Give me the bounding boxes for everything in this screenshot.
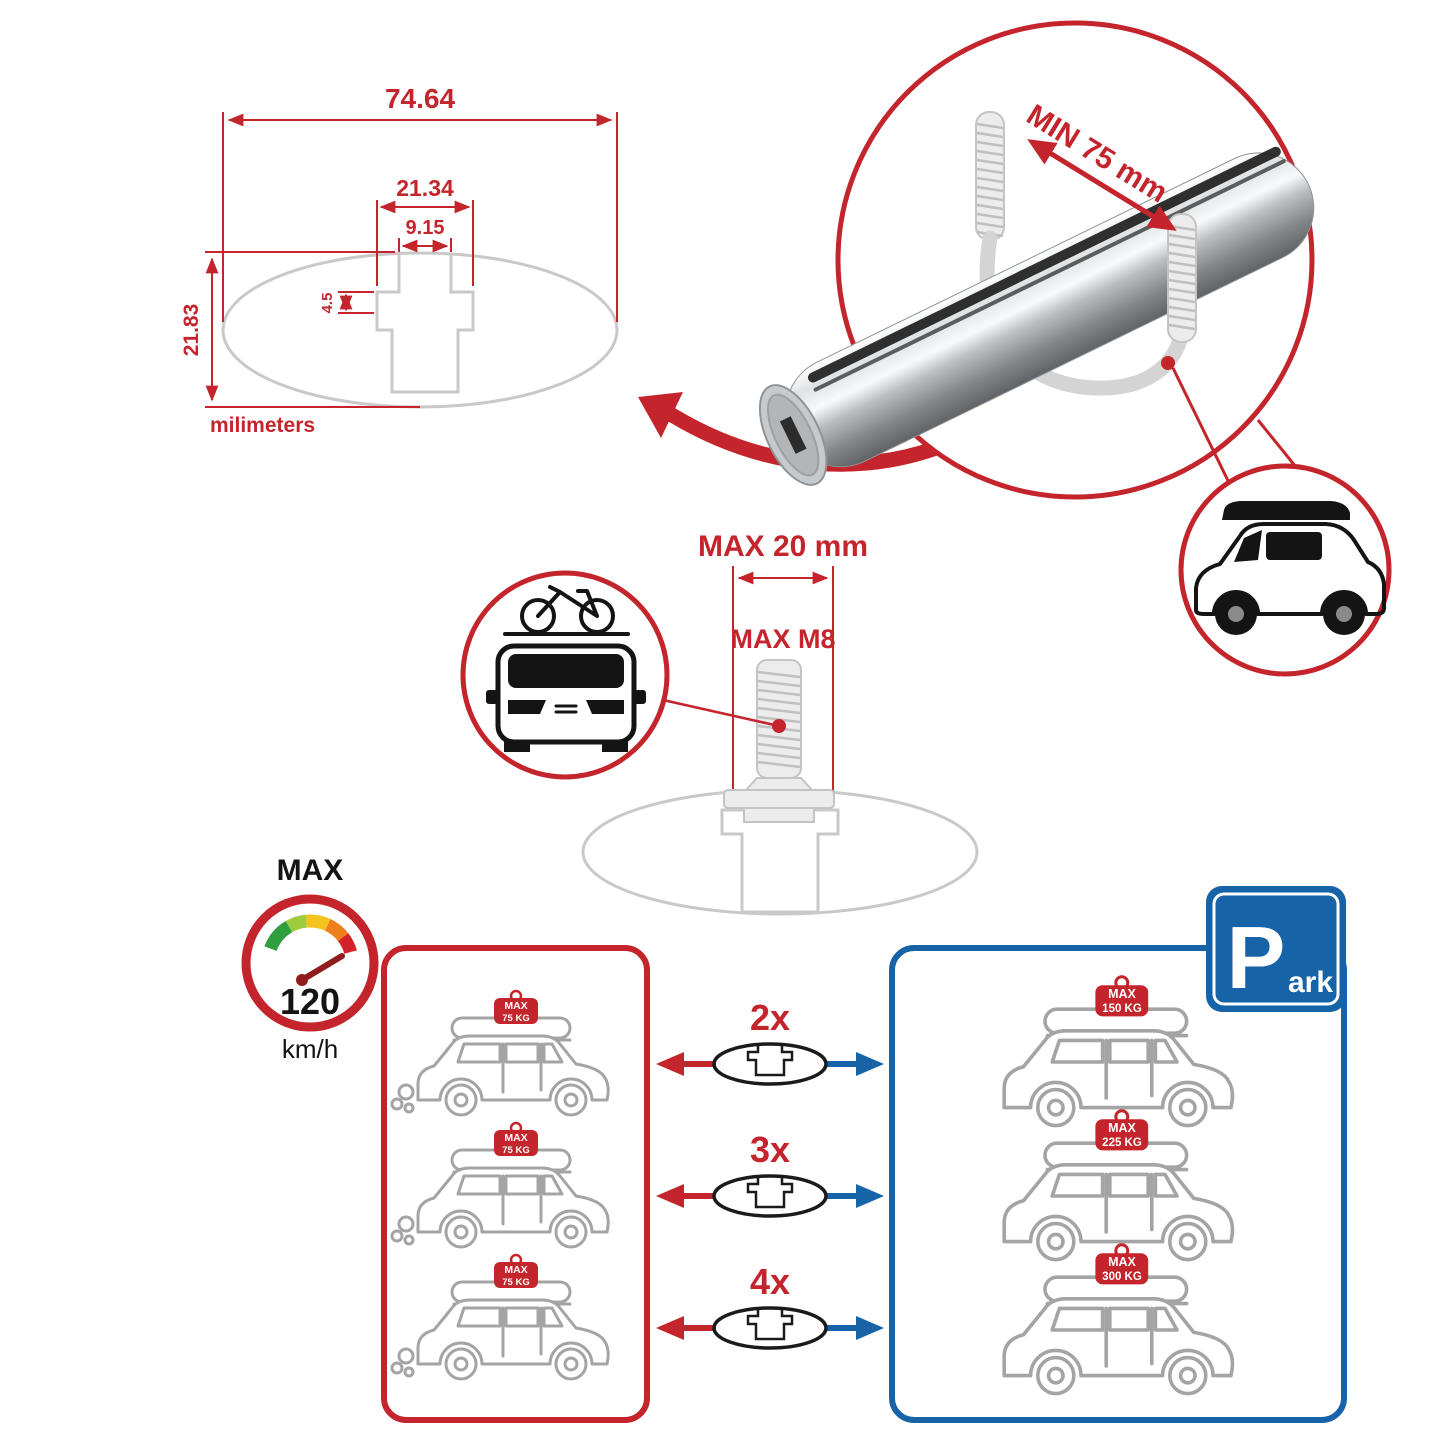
load-tag-value: 225 KG bbox=[1102, 1137, 1142, 1149]
bar-count-rows: 2x 3x 4x bbox=[656, 997, 884, 1350]
crossbar-section-icon bbox=[712, 1174, 828, 1218]
load-tag-label: MAX bbox=[1108, 1255, 1136, 1269]
right-mirror bbox=[634, 690, 646, 704]
parking-sign-border bbox=[1212, 892, 1340, 1006]
cross-section-diagram: 74.64 21.34 9.15 4.5 21.83 milimeters bbox=[180, 83, 619, 437]
gauge-orange bbox=[324, 919, 349, 942]
bar-end-channel bbox=[779, 416, 807, 454]
crossbar-section-icon bbox=[712, 1306, 828, 1350]
left-arrow-head bbox=[656, 1184, 684, 1208]
left-arrow-head bbox=[656, 1316, 684, 1340]
callout-line-1 bbox=[1171, 367, 1237, 496]
speed-units: km/h bbox=[282, 1034, 338, 1064]
right-headlight bbox=[586, 700, 624, 714]
windshield bbox=[1234, 530, 1262, 562]
bolt-callout-line bbox=[662, 698, 780, 728]
right-arrow-head bbox=[856, 1316, 884, 1340]
dim-45-extensions bbox=[338, 291, 374, 314]
parking-sign-icon: P ark bbox=[1206, 886, 1346, 1012]
clamp-callout-dot bbox=[1161, 356, 1175, 370]
load-tag-value: 150 KG bbox=[1102, 1003, 1142, 1015]
load-tag-label: MAX bbox=[504, 1000, 527, 1012]
speed-limit-gauge: MAX 120 km/h bbox=[241, 854, 379, 1064]
gauge-lime bbox=[285, 914, 308, 933]
crossbar-detail-circle: MIN 75 mm bbox=[758, 20, 1315, 500]
left-mirror bbox=[486, 690, 498, 704]
bar-count-2x: 2x bbox=[750, 997, 790, 1038]
dim-915-extensions bbox=[398, 238, 452, 252]
dim-slot-width: 9.15 bbox=[406, 217, 445, 239]
right-arrow-head bbox=[856, 1184, 884, 1208]
gauge-yellow bbox=[305, 914, 331, 931]
speed-max-label: MAX bbox=[277, 854, 344, 887]
car-front-with-bike-icon bbox=[486, 585, 646, 752]
bike-frame bbox=[536, 585, 599, 618]
dim-channel-width: 21.34 bbox=[396, 175, 454, 201]
t-slot-profile-2 bbox=[720, 791, 840, 914]
crossbar-section-icon bbox=[712, 1042, 828, 1086]
parking-letter: P bbox=[1227, 908, 1286, 1007]
left-tire bbox=[504, 740, 530, 752]
min-span-arrow bbox=[1027, 139, 1177, 231]
car-with-roof-box-icon bbox=[1194, 501, 1386, 635]
left-headlight bbox=[508, 700, 546, 714]
units-label: milimeters bbox=[210, 414, 315, 437]
load-tag-value: 75 KG bbox=[502, 1145, 529, 1156]
roofbox-car-callout bbox=[1171, 367, 1392, 677]
dim-2183-extensions bbox=[205, 251, 420, 408]
gauge-green bbox=[264, 920, 293, 952]
gauge-needle bbox=[299, 953, 345, 983]
roof-box bbox=[1222, 501, 1350, 520]
callout-line-2 bbox=[1256, 419, 1302, 473]
t-bolt bbox=[723, 659, 835, 823]
dim-74-extensions bbox=[222, 112, 618, 322]
side-window bbox=[1266, 532, 1322, 560]
arrow-head bbox=[638, 392, 683, 438]
load-tag-label: MAX bbox=[504, 1264, 527, 1276]
bolt-diagram: MAX 20 mm MAX M8 bbox=[581, 530, 979, 916]
dim-lip-depth: 4.5 bbox=[319, 293, 336, 314]
gauge-red bbox=[337, 933, 357, 955]
bolt-dim-extensions bbox=[732, 566, 834, 792]
bolt-max-thread-label: MAX M8 bbox=[730, 624, 835, 654]
roofbox-circle-outline bbox=[1178, 463, 1392, 677]
parking-sign-plate bbox=[1206, 886, 1346, 1012]
bolt-max-length-label: MAX 20 mm bbox=[698, 530, 868, 563]
dim-total-width: 74.64 bbox=[385, 83, 455, 114]
load-tag-value: 75 KG bbox=[502, 1277, 529, 1288]
bar-profile-outline bbox=[221, 251, 619, 409]
left-arrow-head bbox=[656, 1052, 684, 1076]
bar-count-4x: 4x bbox=[750, 1261, 790, 1302]
bolt-callout-dot bbox=[772, 719, 786, 733]
gauge-pivot bbox=[296, 974, 308, 986]
right-arrow-head bbox=[856, 1052, 884, 1076]
parked-load-panel: MAX 150 KG MAX 225 KG MAX 300 KG P ark bbox=[889, 886, 1347, 1423]
load-tag-value: 300 KG bbox=[1102, 1271, 1142, 1283]
load-tag-label: MAX bbox=[1108, 987, 1136, 1001]
parking-rest: ark bbox=[1288, 966, 1333, 999]
right-tire bbox=[602, 740, 628, 752]
clamp-left-rod bbox=[975, 111, 1005, 241]
dim-2134-extensions bbox=[376, 200, 474, 286]
load-tag-value: 75 KG bbox=[502, 1013, 529, 1024]
bar-count-3x: 3x bbox=[750, 1129, 790, 1170]
bike-car-callout bbox=[460, 570, 670, 780]
dim-total-height: 21.83 bbox=[180, 304, 203, 357]
windshield-front bbox=[508, 654, 624, 688]
grille bbox=[554, 704, 578, 714]
clamp-right-rod bbox=[1167, 213, 1197, 343]
load-tag-label: MAX bbox=[1108, 1121, 1136, 1135]
t-slot-profile bbox=[375, 254, 475, 394]
load-tag-label: MAX bbox=[504, 1132, 527, 1144]
speed-value: 120 bbox=[280, 981, 340, 1022]
driving-load-panel: MAX 75 KG MAX 75 KG MAX 75 KG bbox=[381, 945, 650, 1423]
